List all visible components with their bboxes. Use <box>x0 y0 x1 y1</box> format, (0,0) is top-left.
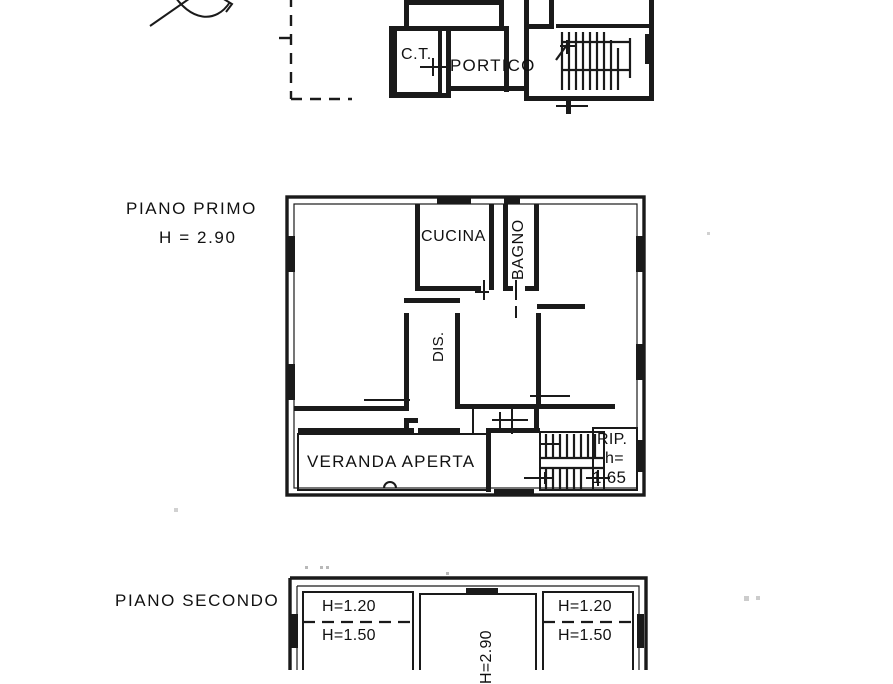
floor-height-first: H = 2.90 <box>159 228 237 247</box>
floor-title-first: PIANO PRIMO <box>126 199 257 218</box>
north-arrow-icon <box>149 0 234 27</box>
staircase-icon <box>555 32 632 90</box>
scan-artifacts-first-floor <box>174 232 710 512</box>
first-floor-bottom-openings <box>494 489 534 495</box>
room-label-dis: DIS. <box>430 331 447 362</box>
second-floor-center-height: H=2.90 <box>478 630 495 684</box>
first-floor-plan <box>285 195 646 497</box>
ground-floor-dashed-boundary <box>279 0 352 101</box>
room-label-veranda-aperta: VERANDA APERTA <box>307 452 476 471</box>
second-floor-left-height-1: H=1.20 <box>322 598 376 615</box>
second-floor-right-height-2: H=1.50 <box>558 627 612 644</box>
first-floor-right-windows <box>636 236 643 472</box>
room-label-portico: PORTICO <box>450 56 536 75</box>
portico-walls <box>389 0 529 98</box>
ground-floor-plan <box>279 0 654 114</box>
ripostiglio-label: RIP. <box>597 431 628 448</box>
second-floor-right-height-1: H=1.20 <box>558 598 612 615</box>
plan-drawing: .w { fill:#1a1a1a; } /* wall fill */ .ln… <box>149 0 760 670</box>
first-floor-top-windows <box>437 198 520 204</box>
first-floor-left-windows <box>288 236 295 400</box>
first-floor-staircase-icon <box>524 431 605 491</box>
room-label-bagno: BAGNO <box>510 219 527 280</box>
ripostiglio-height-value: 1.65 <box>592 468 627 487</box>
ripostiglio-box <box>586 427 638 491</box>
first-floor-partitions <box>294 204 615 434</box>
scan-artifacts-right <box>744 596 760 601</box>
ground-floor-stair-block <box>524 0 654 114</box>
veranda-aperta-outline <box>297 418 491 492</box>
scan-artifacts <box>305 566 449 575</box>
room-label-ct: C.T. <box>401 46 432 63</box>
first-floor-lower-connector <box>490 409 540 433</box>
second-floor-left-height-2: H=1.50 <box>322 627 376 644</box>
room-label-cucina: CUCINA <box>421 228 486 245</box>
floor-title-second: PIANO SECONDO <box>115 591 280 610</box>
ripostiglio-height-prefix: h= <box>605 450 624 467</box>
second-floor-plan <box>174 232 760 670</box>
floor-plan-sheet: .w { fill:#1a1a1a; } /* wall fill */ .ln… <box>115 0 760 684</box>
